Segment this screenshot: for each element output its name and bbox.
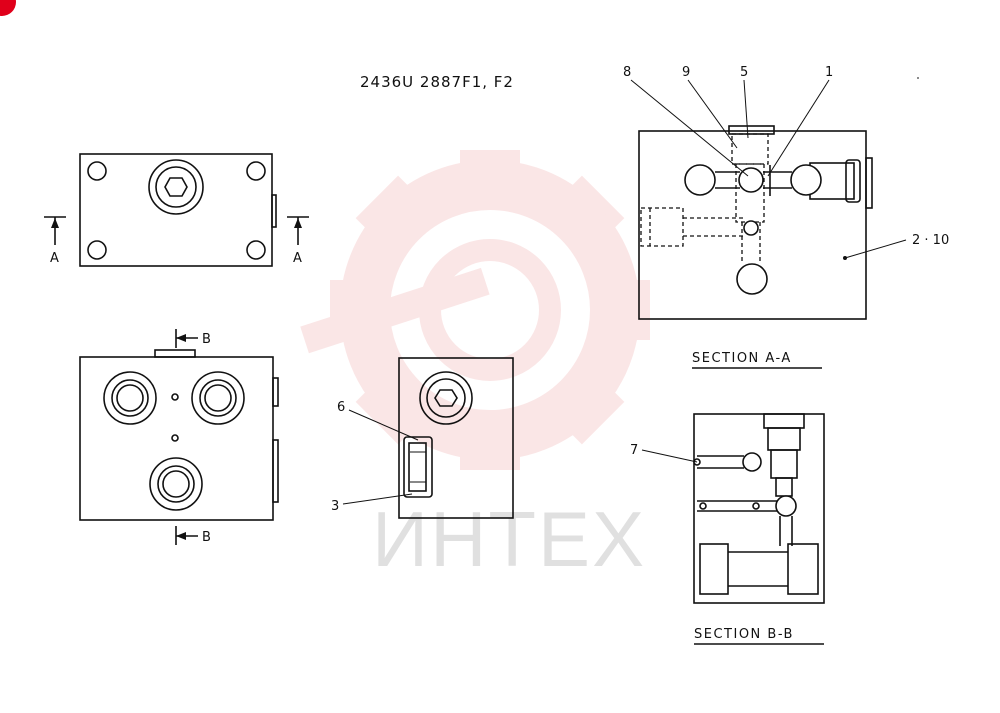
drawing-title: 2436U 2887F1, F2 bbox=[360, 73, 514, 91]
watermark-gear-icon bbox=[300, 150, 650, 470]
watermark-text: ИНТЕХ bbox=[372, 495, 646, 583]
section-bb-view bbox=[693, 413, 825, 604]
callout-2-10: 2 · 10 bbox=[912, 233, 949, 248]
section-aa-title: SECTION A-A bbox=[692, 351, 792, 366]
top-view bbox=[44, 153, 309, 267]
callout-8: 8 bbox=[623, 65, 631, 80]
callout-5: 5 bbox=[740, 65, 748, 80]
cut-label-a-right: A bbox=[293, 251, 302, 266]
cut-label-b-bottom: B bbox=[202, 530, 211, 545]
cut-label-a-left: A bbox=[50, 251, 59, 266]
callout-7: 7 bbox=[630, 443, 638, 458]
section-bb-title: SECTION B-B bbox=[694, 627, 794, 642]
callout-1: 1 bbox=[825, 65, 833, 80]
red-circle-icon bbox=[0, 0, 16, 16]
cut-label-b-top: B bbox=[202, 332, 211, 347]
callout-3: 3 bbox=[331, 499, 339, 514]
side-view bbox=[398, 357, 514, 519]
section-aa-view bbox=[638, 125, 873, 320]
callout-9: 9 bbox=[682, 65, 690, 80]
callout-6: 6 bbox=[337, 400, 345, 415]
front-view bbox=[79, 329, 279, 545]
